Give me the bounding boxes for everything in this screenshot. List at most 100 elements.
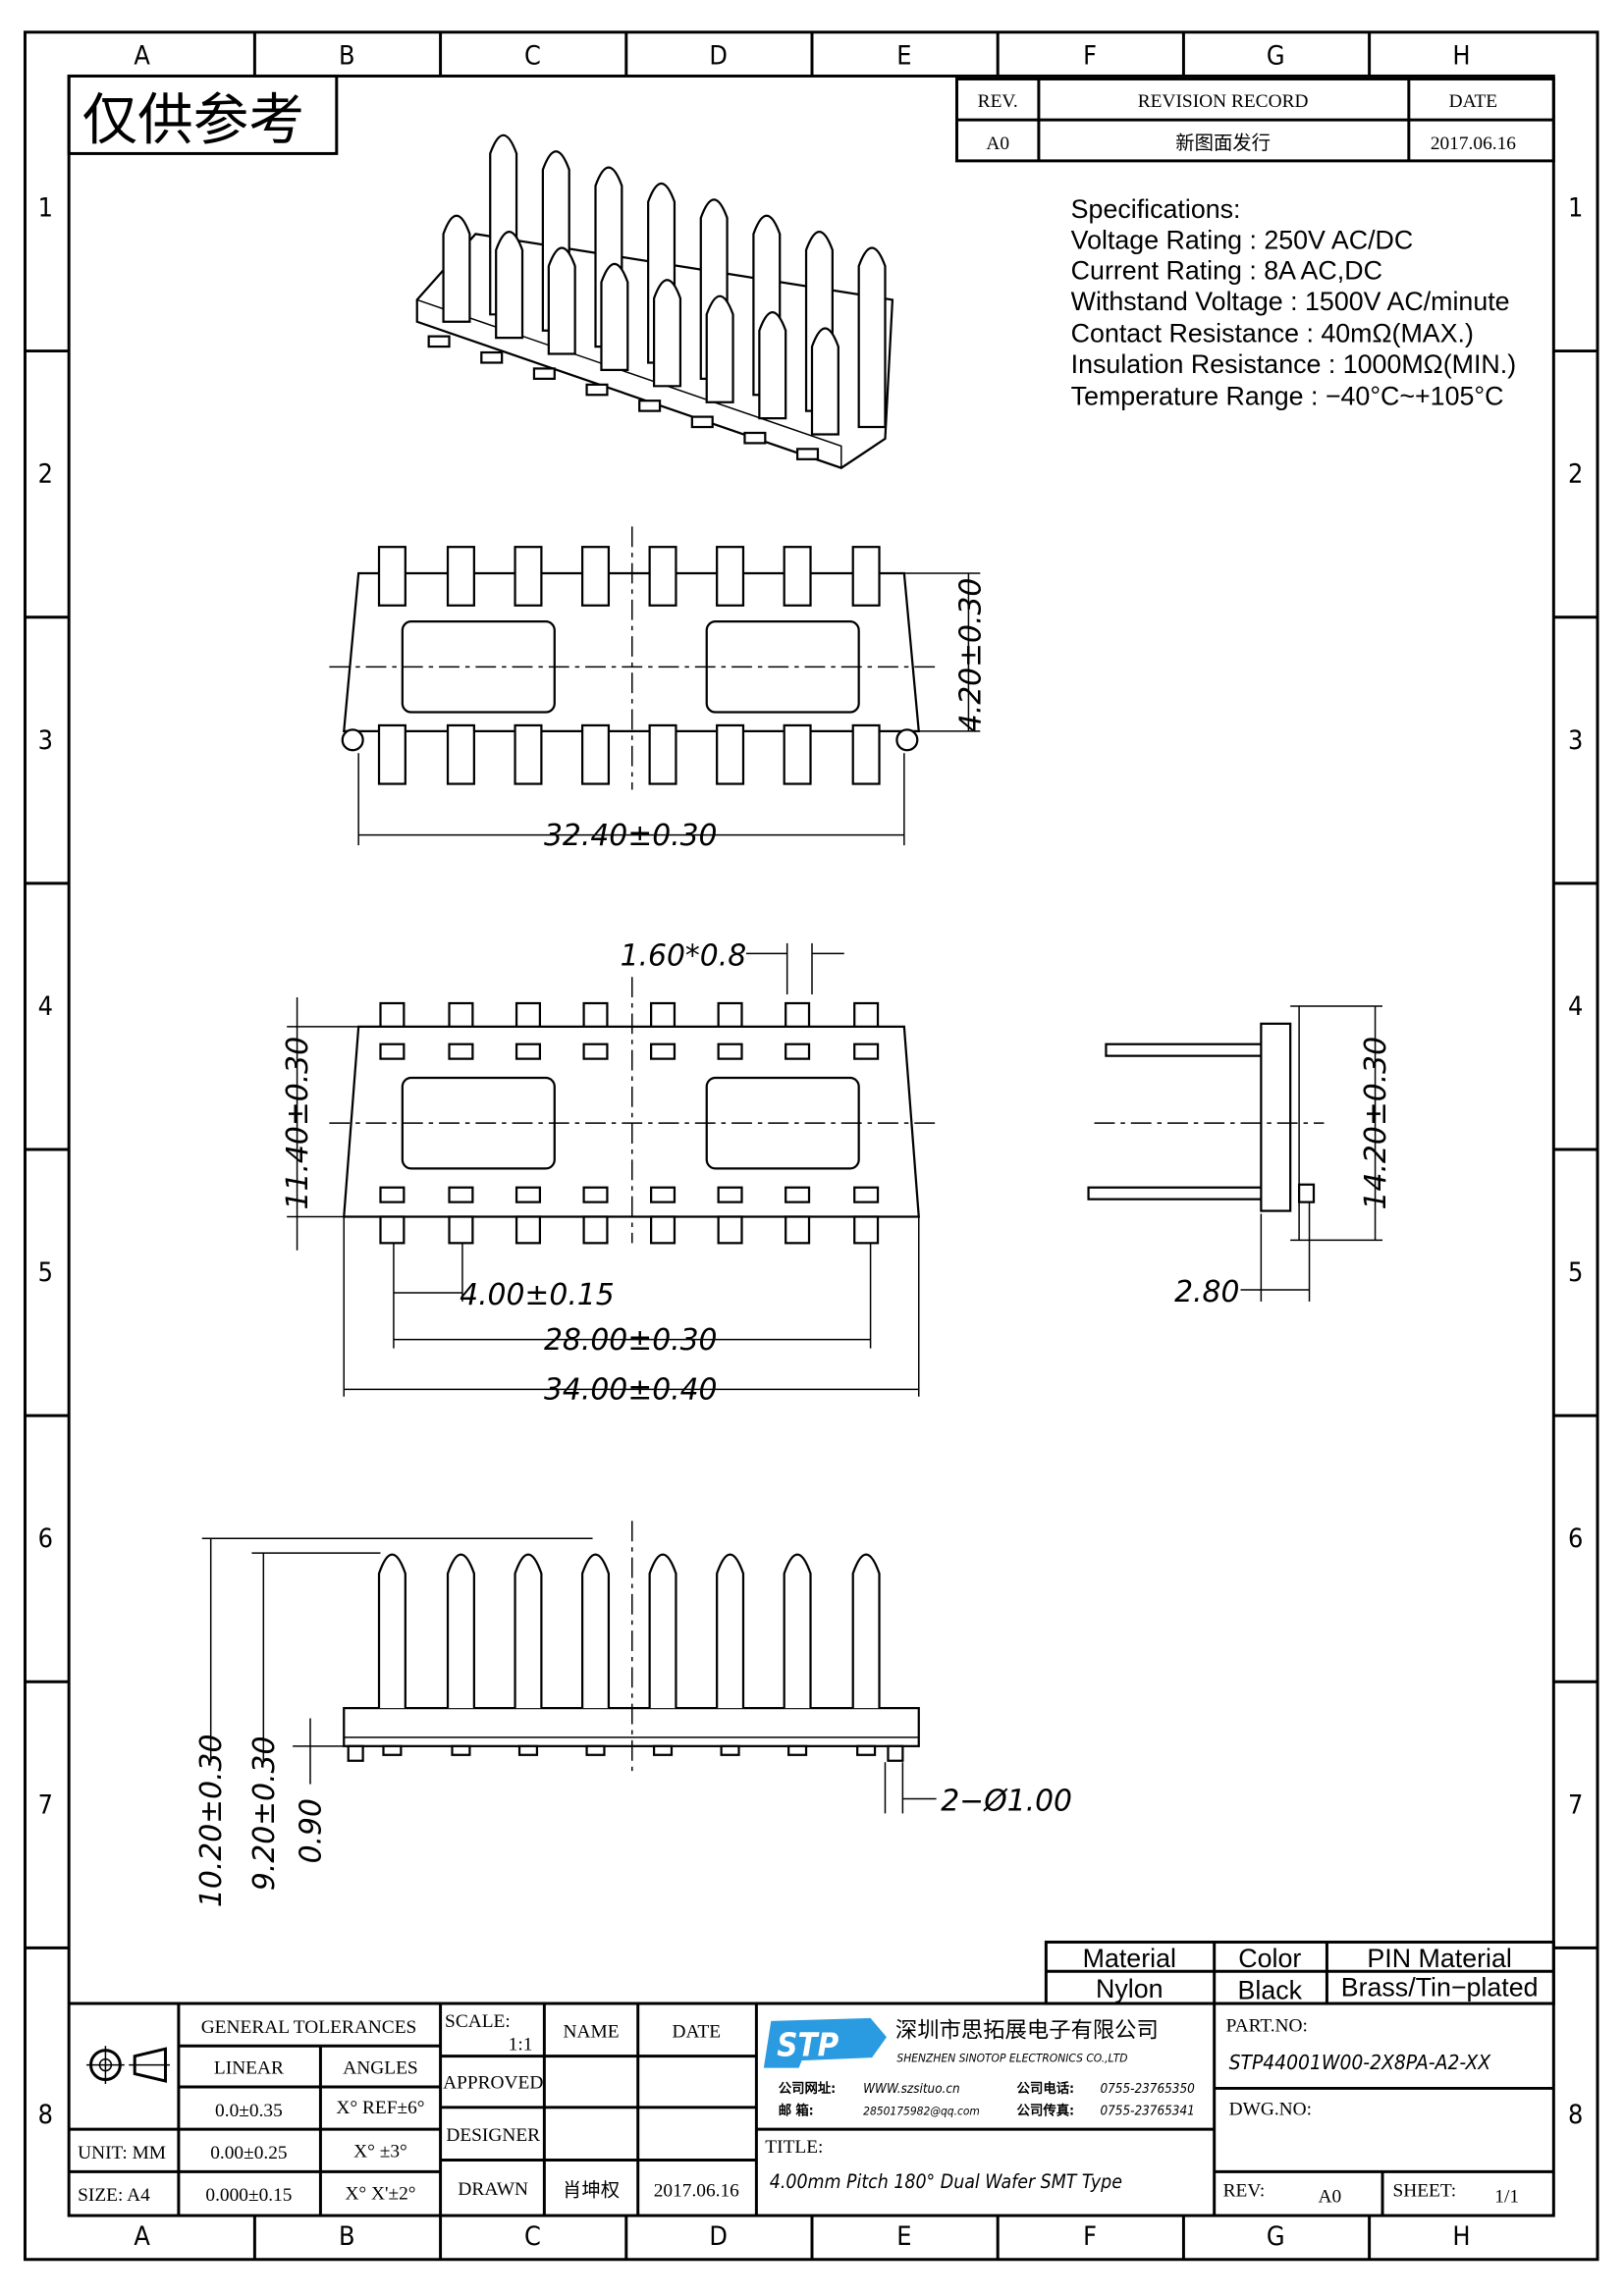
linear-tol-1: 0.0±0.35 bbox=[215, 2101, 283, 2121]
smt-pad bbox=[514, 1186, 542, 1203]
approved-label: APPROVED bbox=[443, 2072, 543, 2093]
pin-tail bbox=[514, 1001, 542, 1028]
drawn-label: DRAWN bbox=[458, 2179, 528, 2200]
pin-tail bbox=[514, 1215, 542, 1245]
spec-line: Contact Resistance : 40mΩ(MAX.) bbox=[1071, 319, 1474, 348]
revision-table: REV. REVISION RECORD DATE A0 新图面发行 2017.… bbox=[955, 77, 1555, 163]
smt-lead bbox=[787, 1744, 808, 1756]
spec-line: Specifications: bbox=[1071, 194, 1241, 224]
smt-pad bbox=[853, 1186, 880, 1203]
smt-pad bbox=[448, 1186, 474, 1203]
material-value: Nylon bbox=[1096, 1974, 1164, 2003]
part-no-label: PART.NO: bbox=[1226, 2015, 1308, 2036]
company-logo: STP bbox=[763, 2017, 887, 2068]
pin bbox=[377, 1553, 406, 1709]
unit-label: UNIT: MM bbox=[78, 2143, 166, 2163]
row-label: 5 bbox=[38, 1257, 53, 1288]
smt-lead bbox=[451, 1744, 471, 1756]
column-label: B bbox=[339, 41, 355, 72]
smt-pad bbox=[650, 1186, 677, 1203]
pin bbox=[758, 310, 787, 420]
pin bbox=[705, 294, 734, 403]
watermark-box bbox=[67, 74, 339, 155]
size-label: SIZE: A4 bbox=[78, 2185, 150, 2206]
part-no-value: STP44001W00-2X8PA-A2-XX bbox=[1229, 2051, 1492, 2074]
dim-front-base: 0.90 bbox=[294, 1798, 328, 1863]
smt-pad bbox=[448, 1042, 474, 1060]
smt-pad bbox=[650, 1042, 677, 1060]
row-label: 2 bbox=[38, 459, 53, 490]
smt-lead bbox=[585, 383, 609, 397]
spec-line: Temperature Range : −40°C~+105°C bbox=[1071, 382, 1504, 411]
material-header: Material bbox=[1083, 1944, 1176, 1973]
title-label: TITLE: bbox=[765, 2137, 823, 2158]
dim-span: 28.00±0.30 bbox=[544, 1323, 718, 1358]
pin bbox=[783, 1553, 812, 1709]
row-label: 7 bbox=[1568, 1789, 1583, 1820]
pin bbox=[514, 1553, 543, 1709]
pin bbox=[716, 1553, 745, 1709]
smt-lead bbox=[690, 415, 714, 429]
pin bbox=[580, 1553, 611, 1709]
watermark-text: 仅供参考 bbox=[82, 88, 304, 153]
pin bbox=[851, 546, 881, 607]
pin-tail bbox=[650, 1001, 677, 1028]
smt-pad bbox=[785, 1042, 811, 1060]
name-header: NAME bbox=[564, 2021, 620, 2042]
pin bbox=[648, 546, 677, 607]
company-name-en: SHENZHEN SINOTOP ELECTRONICS CO.,LTD bbox=[896, 2052, 1127, 2065]
pin bbox=[716, 546, 745, 607]
smt-lead bbox=[795, 448, 820, 460]
smt-lead bbox=[480, 350, 504, 364]
projection-symbol-icon bbox=[86, 2046, 170, 2084]
dim-front-pin: 9.20±0.30 bbox=[247, 1736, 282, 1892]
pin-tail bbox=[379, 1001, 406, 1028]
rev-label: REV: bbox=[1223, 2181, 1266, 2202]
pin bbox=[377, 723, 406, 785]
bottom-view bbox=[287, 942, 937, 1397]
record-value: 新图面发行 bbox=[1175, 133, 1271, 154]
drawn-name: 肖坤权 bbox=[563, 2180, 620, 2202]
pin bbox=[446, 1553, 475, 1709]
pin bbox=[648, 1553, 677, 1709]
row-label: 2 bbox=[1568, 459, 1583, 490]
column-label: F bbox=[1083, 2221, 1097, 2252]
locating-peg bbox=[347, 1744, 364, 1762]
company-name-cn: 深圳市思拓展电子有限公司 bbox=[895, 2017, 1159, 2043]
rev-value: A0 bbox=[1319, 2187, 1342, 2208]
smt-lead bbox=[517, 1744, 539, 1756]
sheet-label: SHEET: bbox=[1392, 2181, 1456, 2202]
tel-label: 公司电话: bbox=[1017, 2080, 1074, 2097]
pin bbox=[851, 1553, 881, 1709]
side-view bbox=[1087, 1005, 1383, 1302]
pin bbox=[514, 546, 543, 607]
top-view bbox=[329, 526, 981, 846]
pin-tail bbox=[785, 1001, 811, 1028]
pin bbox=[857, 246, 887, 429]
pin bbox=[810, 327, 839, 436]
spec-line: Voltage Rating : 250V AC/DC bbox=[1071, 225, 1414, 254]
general-tolerances-label: GENERAL TOLERANCES bbox=[201, 2017, 417, 2038]
smt-pad bbox=[379, 1042, 406, 1060]
pin-tail bbox=[853, 1215, 880, 1245]
smt-lead bbox=[382, 1744, 403, 1756]
pin bbox=[547, 246, 576, 355]
column-label: D bbox=[709, 41, 728, 72]
pin bbox=[377, 546, 406, 607]
column-label: F bbox=[1083, 41, 1097, 72]
dim-side-height: 14.20±0.30 bbox=[1359, 1037, 1393, 1210]
pin bbox=[580, 723, 611, 785]
row-label: 5 bbox=[1568, 1257, 1583, 1288]
smt-lead bbox=[427, 335, 451, 348]
dwg-no-label: DWG.NO: bbox=[1229, 2099, 1312, 2119]
pin-tail bbox=[448, 1215, 474, 1245]
pin-tail bbox=[650, 1215, 677, 1245]
column-label: G bbox=[1267, 41, 1285, 72]
pin bbox=[600, 262, 629, 372]
row-label: 6 bbox=[1568, 1523, 1583, 1554]
pin bbox=[716, 723, 745, 785]
column-label: B bbox=[339, 2221, 355, 2252]
smt-lead bbox=[585, 1744, 606, 1756]
smt-lead bbox=[856, 1744, 877, 1756]
pin-tail bbox=[448, 1001, 474, 1028]
